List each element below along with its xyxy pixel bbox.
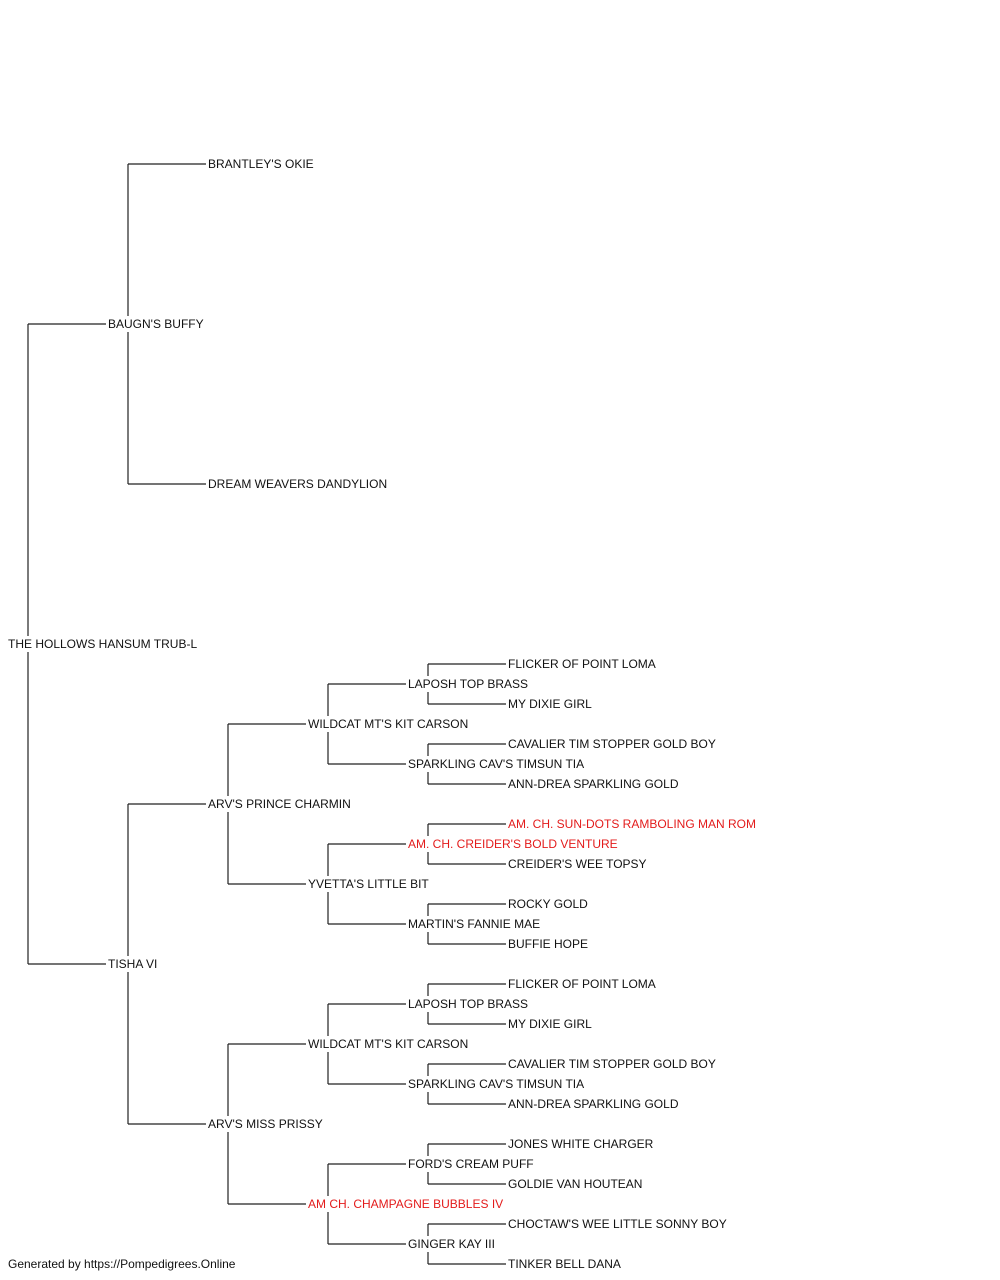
pedigree-name-goldie-van-houtean[interactable]: GOLDIE VAN HOUTEAN bbox=[508, 1177, 642, 1191]
pedigree-name-wildcat-mt-s-kit-carson[interactable]: WILDCAT MT'S KIT CARSON bbox=[308, 1037, 468, 1051]
generated-by-footer: Generated by https://Pompedigrees.Online bbox=[8, 1257, 236, 1271]
pedigree-name-ginger-kay-iii[interactable]: GINGER KAY III bbox=[408, 1237, 495, 1251]
pedigree-name-sparkling-cav-s-timsun-tia[interactable]: SPARKLING CAV'S TIMSUN TIA bbox=[408, 1077, 584, 1091]
pedigree-name-tisha-vi[interactable]: TISHA VI bbox=[108, 957, 157, 971]
pedigree-name-baugn-s-buffy[interactable]: BAUGN'S BUFFY bbox=[108, 317, 204, 331]
pedigree-name-the-hollows-hansum-trub-l[interactable]: THE HOLLOWS HANSUM TRUB-L bbox=[8, 637, 197, 651]
pedigree-name-flicker-of-point-loma[interactable]: FLICKER OF POINT LOMA bbox=[508, 657, 656, 671]
pedigree-name-brantley-s-okie[interactable]: BRANTLEY'S OKIE bbox=[208, 157, 314, 171]
pedigree-name-am-ch-creider-s-bold-venture[interactable]: AM. CH. CREIDER'S BOLD VENTURE bbox=[408, 837, 618, 851]
pedigree-name-creider-s-wee-topsy[interactable]: CREIDER'S WEE TOPSY bbox=[508, 857, 647, 871]
pedigree-name-my-dixie-girl[interactable]: MY DIXIE GIRL bbox=[508, 1017, 592, 1031]
pedigree-name-buffie-hope[interactable]: BUFFIE HOPE bbox=[508, 937, 588, 951]
pedigree-name-ford-s-cream-puff[interactable]: FORD'S CREAM PUFF bbox=[408, 1157, 534, 1171]
pedigree-name-laposh-top-brass[interactable]: LAPOSH TOP BRASS bbox=[408, 997, 528, 1011]
pedigree-name-laposh-top-brass[interactable]: LAPOSH TOP BRASS bbox=[408, 677, 528, 691]
pedigree-name-flicker-of-point-loma[interactable]: FLICKER OF POINT LOMA bbox=[508, 977, 656, 991]
pedigree-name-ann-drea-sparkling-gold[interactable]: ANN-DREA SPARKLING GOLD bbox=[508, 1097, 679, 1111]
pedigree-name-am-ch-champagne-bubbles-iv[interactable]: AM CH. CHAMPAGNE BUBBLES IV bbox=[308, 1197, 503, 1211]
pedigree-name-rocky-gold[interactable]: ROCKY GOLD bbox=[508, 897, 588, 911]
pedigree-name-cavalier-tim-stopper-gold-boy[interactable]: CAVALIER TIM STOPPER GOLD BOY bbox=[508, 1057, 716, 1071]
pedigree-name-wildcat-mt-s-kit-carson[interactable]: WILDCAT MT'S KIT CARSON bbox=[308, 717, 468, 731]
pedigree-name-am-ch-sun-dots-ramboling-man-rom[interactable]: AM. CH. SUN-DOTS RAMBOLING MAN ROM bbox=[508, 817, 756, 831]
pedigree-name-arv-s-miss-prissy[interactable]: ARV'S MISS PRISSY bbox=[208, 1117, 323, 1131]
pedigree-name-tinker-bell-dana[interactable]: TINKER BELL DANA bbox=[508, 1257, 621, 1271]
pedigree-name-arv-s-prince-charmin[interactable]: ARV'S PRINCE CHARMIN bbox=[208, 797, 351, 811]
pedigree-name-choctaw-s-wee-little-sonny-boy[interactable]: CHOCTAW'S WEE LITTLE SONNY BOY bbox=[508, 1217, 727, 1231]
pedigree-name-ann-drea-sparkling-gold[interactable]: ANN-DREA SPARKLING GOLD bbox=[508, 777, 679, 791]
pedigree-name-dream-weavers-dandylion[interactable]: DREAM WEAVERS DANDYLION bbox=[208, 477, 387, 491]
pedigree-name-cavalier-tim-stopper-gold-boy[interactable]: CAVALIER TIM STOPPER GOLD BOY bbox=[508, 737, 716, 751]
pedigree-name-martin-s-fannie-mae[interactable]: MARTIN'S FANNIE MAE bbox=[408, 917, 540, 931]
pedigree-name-jones-white-charger[interactable]: JONES WHITE CHARGER bbox=[508, 1137, 654, 1151]
pedigree-name-yvetta-s-little-bit[interactable]: YVETTA'S LITTLE BIT bbox=[308, 877, 429, 891]
pedigree-name-sparkling-cav-s-timsun-tia[interactable]: SPARKLING CAV'S TIMSUN TIA bbox=[408, 757, 584, 771]
pedigree-name-my-dixie-girl[interactable]: MY DIXIE GIRL bbox=[508, 697, 592, 711]
